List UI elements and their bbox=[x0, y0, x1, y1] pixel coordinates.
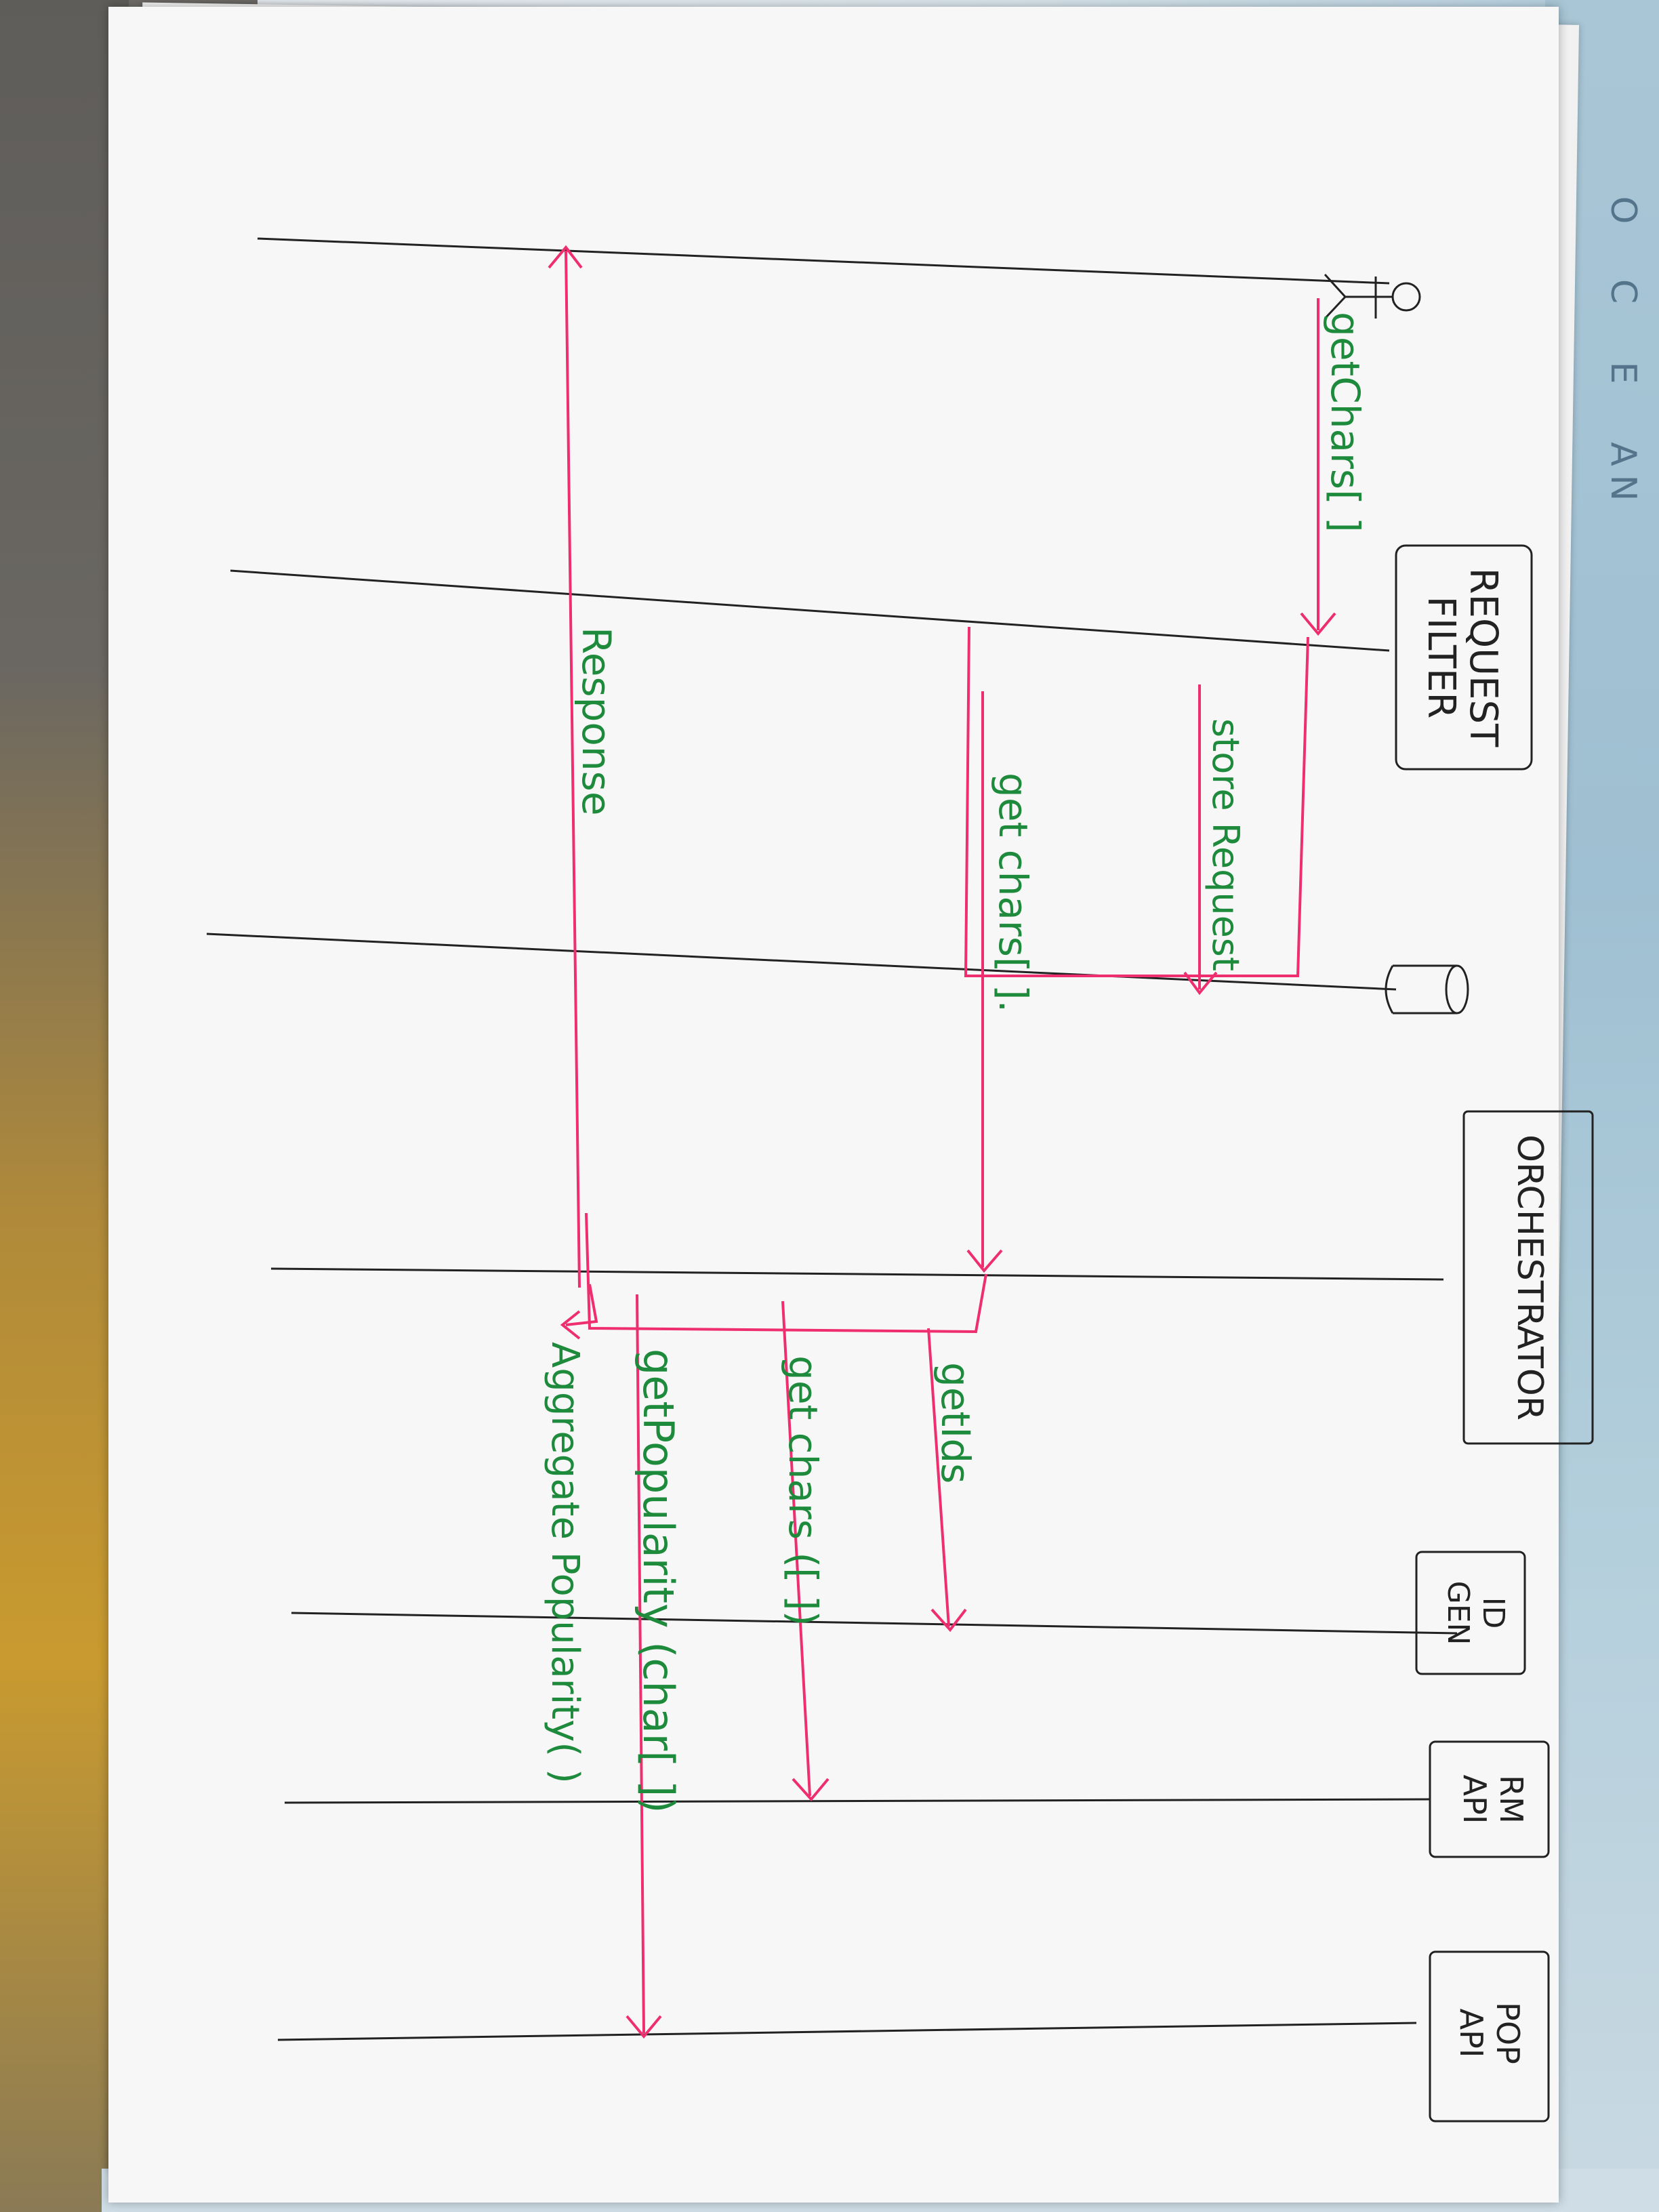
stick-figure-icon bbox=[1324, 273, 1421, 320]
lifeline-id-gen bbox=[291, 1612, 1458, 1635]
participant-label: RM bbox=[1493, 1775, 1530, 1824]
arrowhead bbox=[560, 1310, 581, 1340]
participant-pop-api-box bbox=[1429, 1950, 1550, 2123]
participant-rm-api-box bbox=[1429, 1740, 1550, 1858]
arrowhead bbox=[792, 1778, 830, 1802]
message-label-get-popularity: getPopularity (char[ ]) bbox=[634, 1349, 683, 1814]
participant-label: ID bbox=[1476, 1597, 1511, 1629]
arrow-aggregate-loop bbox=[565, 1284, 598, 1326]
message-label-get-chars-rm: get chars ([ ]) bbox=[780, 1355, 826, 1626]
arrow-get-popularity bbox=[636, 1294, 645, 2034]
arrow-response bbox=[565, 250, 581, 1288]
message-label-get-ids: getIds bbox=[933, 1362, 979, 1483]
participants: REQUEST FILTER ORCHESTRATOR ID GEN RM AP… bbox=[1324, 273, 1594, 2123]
message-label-aggregate-popularity: Aggregate Popularity( ) bbox=[543, 1342, 587, 1784]
lifeline-orchestrator bbox=[270, 1267, 1444, 1281]
lifeline-pop-api bbox=[277, 2022, 1417, 2041]
message-label-get-chars: get chars[ ]. bbox=[990, 773, 1036, 1012]
arrowhead bbox=[966, 1249, 1003, 1273]
participant-id-gen-box bbox=[1415, 1551, 1526, 1675]
arrowhead bbox=[1183, 971, 1218, 996]
background-fabric bbox=[0, 0, 129, 2212]
participant-label: POP bbox=[1490, 2002, 1526, 2064]
participant-rm-api-label: RM API bbox=[1456, 1775, 1530, 1824]
activation-orchestrator bbox=[585, 1212, 987, 1334]
lifeline-request-filter bbox=[230, 569, 1390, 652]
participant-request-filter-box bbox=[1395, 544, 1533, 771]
participant-orchestrator-box bbox=[1462, 1110, 1594, 1445]
participant-label: ORCHESTRATOR bbox=[1509, 1134, 1550, 1420]
message-label-store-request: store Request bbox=[1204, 718, 1247, 971]
participant-label: API bbox=[1456, 1775, 1493, 1824]
arrowhead bbox=[626, 2015, 662, 2039]
participant-pop-api-label: POP API bbox=[1453, 2002, 1526, 2064]
participant-label: API bbox=[1453, 2009, 1490, 2058]
participant-orchestrator-label: ORCHESTRATOR bbox=[1509, 1134, 1550, 1420]
arrowhead bbox=[930, 1608, 967, 1633]
participant-label: FILTER bbox=[1419, 596, 1463, 719]
arrow-get-ids bbox=[927, 1328, 950, 1627]
lifeline-actor bbox=[257, 237, 1390, 285]
lifeline-rm-api bbox=[284, 1798, 1431, 1804]
message-labels: getChars[ ] store Request get chars[ ]. … bbox=[543, 312, 1368, 1814]
participant-label: GEN bbox=[1441, 1581, 1475, 1645]
lifeline-store bbox=[206, 933, 1397, 991]
arrowhead bbox=[548, 245, 583, 269]
participant-request-filter-label: REQUEST FILTER bbox=[1419, 568, 1505, 747]
message-label-response: Response bbox=[573, 627, 619, 816]
message-arrows bbox=[548, 245, 1336, 2039]
participant-label: REQUEST bbox=[1461, 568, 1505, 747]
arrowhead bbox=[1300, 612, 1336, 636]
database-cylinder-icon bbox=[1385, 964, 1469, 1015]
message-label-getchars: getChars[ ] bbox=[1322, 312, 1368, 533]
arrow-get-chars-rm bbox=[781, 1300, 811, 1797]
activation-request-filter bbox=[964, 626, 1309, 977]
lifelines bbox=[206, 237, 1458, 2041]
participant-id-gen-label: ID GEN bbox=[1441, 1581, 1511, 1645]
